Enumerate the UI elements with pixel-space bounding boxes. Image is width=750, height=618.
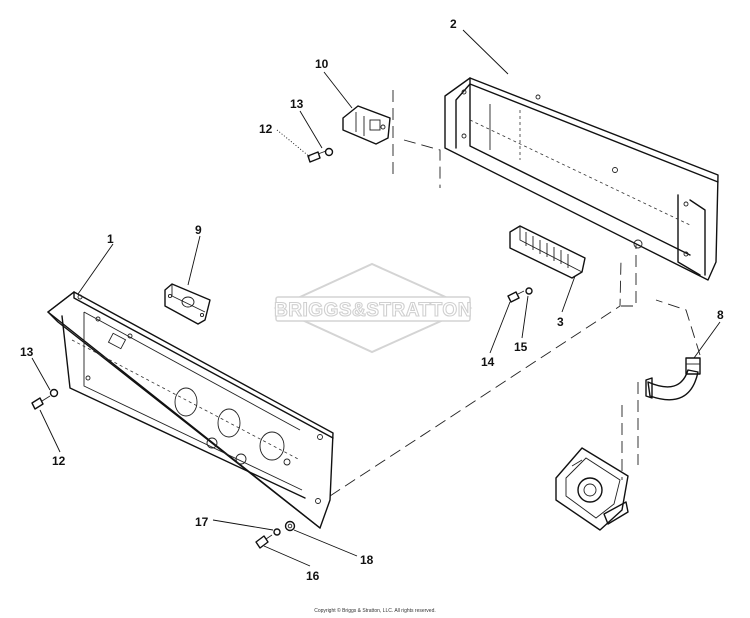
- screw-14: [507, 290, 525, 303]
- callout-18: 18: [360, 553, 374, 567]
- receptacle-plate-part-9: [164, 283, 211, 325]
- callout-17: 17: [195, 515, 209, 529]
- callout-16: 16: [306, 569, 320, 583]
- assembly-lines: [329, 90, 701, 497]
- callout-12-lower: 12: [52, 454, 66, 468]
- callout-13-lower: 13: [20, 345, 34, 359]
- screw-12-lower: [31, 395, 51, 410]
- callout-9: 9: [195, 223, 202, 237]
- callout-numbers: 1 2 3 8 9 10 13 12 13 12 14 15 16 17 18: [20, 17, 724, 583]
- callout-8: 8: [717, 308, 724, 322]
- nut-18: [284, 520, 296, 532]
- washer-13-lower: [49, 388, 59, 398]
- callout-3: 3: [557, 315, 564, 329]
- callout-2: 2: [450, 17, 457, 31]
- washer-17: [273, 528, 281, 536]
- control-panel-part-1: [47, 291, 334, 529]
- callout-13-upper: 13: [290, 97, 304, 111]
- callout-10: 10: [315, 57, 329, 71]
- washer-13-upper: [324, 147, 334, 157]
- rear-housing-part-2: [444, 77, 719, 281]
- callout-14: 14: [481, 355, 495, 369]
- washer-15: [525, 287, 533, 295]
- briggs-stratton-watermark: BRIGGS&STRATTON: [274, 262, 473, 354]
- copyright-notice: Copyright © Briggs & Stratton, LLC. All …: [314, 607, 436, 614]
- callout-12-upper: 12: [259, 122, 273, 136]
- callout-1: 1: [107, 232, 114, 246]
- watermark-text: BRIGGS&STRATTON: [274, 300, 472, 321]
- leader-lines: [31, 29, 721, 567]
- screw-12-upper: [307, 150, 327, 163]
- hardware: [31, 147, 533, 549]
- bracket-part-10: [342, 105, 391, 145]
- elbow-part-8: [645, 357, 701, 401]
- terminal-block-part-3: [509, 225, 586, 279]
- screw-16: [255, 534, 273, 549]
- fan-housing: [555, 447, 629, 531]
- callout-15: 15: [514, 340, 528, 354]
